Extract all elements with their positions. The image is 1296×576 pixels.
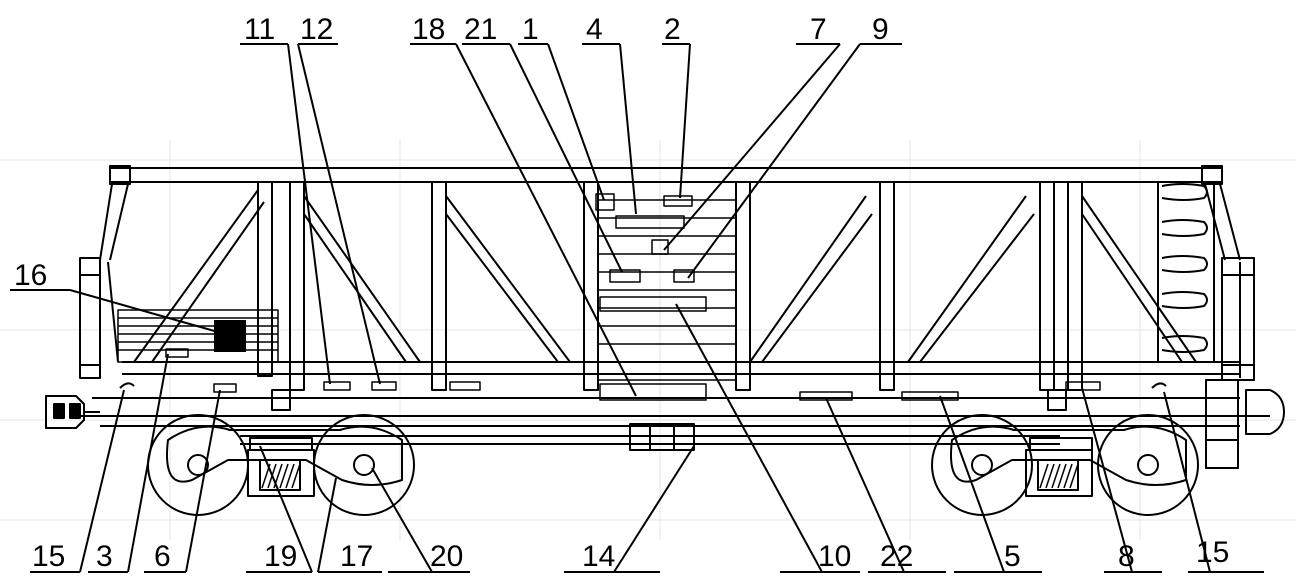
label-20: 20 [430,540,463,573]
plate-10 [599,296,707,312]
plate-16 [214,320,246,352]
label-12: 12 [300,13,333,46]
plate-9 [673,269,695,283]
label-22: 22 [880,540,913,573]
label-6: 6 [154,540,171,573]
coupler-right [1205,379,1285,469]
end-wall-left [79,257,119,379]
label-19: 19 [264,540,297,573]
label-8: 8 [1118,540,1135,573]
plate-11 [323,381,351,391]
end-panel-lines [117,309,279,363]
label-15-right: 15 [1196,536,1229,569]
marking-plates [165,193,1101,401]
plate-2 [663,195,693,207]
bogie-right-springs [1039,463,1079,489]
end-ladder [1157,182,1215,362]
label-5: 5 [1004,540,1021,573]
bogie-left-springs [261,463,301,489]
plate-21 [609,269,641,283]
label-16: 16 [14,259,47,292]
label-9: 9 [872,13,889,46]
label-18: 18 [412,13,445,46]
label-7: 7 [810,13,827,46]
label-14: 14 [582,540,615,573]
stanchions [257,181,1083,391]
plate-4 [615,215,685,229]
plate-5 [901,391,959,401]
label-4: 4 [586,13,603,46]
plate-3 [165,348,189,358]
label-11: 11 [244,13,275,46]
center-connector [629,423,695,451]
coupler-left [45,395,100,429]
label-1: 1 [522,13,539,46]
label-15-left: 15 [32,540,65,573]
label-21: 21 [464,13,497,46]
plate-7 [651,239,669,255]
diagonal-braces [133,189,1197,363]
center-door [598,199,736,381]
bogie-right [931,414,1199,516]
plate-12 [371,381,397,391]
plate-1 [595,193,615,211]
label-3: 3 [96,540,113,573]
label-2: 2 [664,13,681,46]
label-10: 10 [818,540,851,573]
plate-18 [599,383,707,401]
number-labels: 11 12 18 21 1 4 2 7 9 16 15 3 6 19 17 20… [14,13,1229,573]
leader-lines [10,43,1264,573]
plate-extra [449,381,481,391]
plate-6 [213,383,237,393]
label-17: 17 [340,540,373,573]
